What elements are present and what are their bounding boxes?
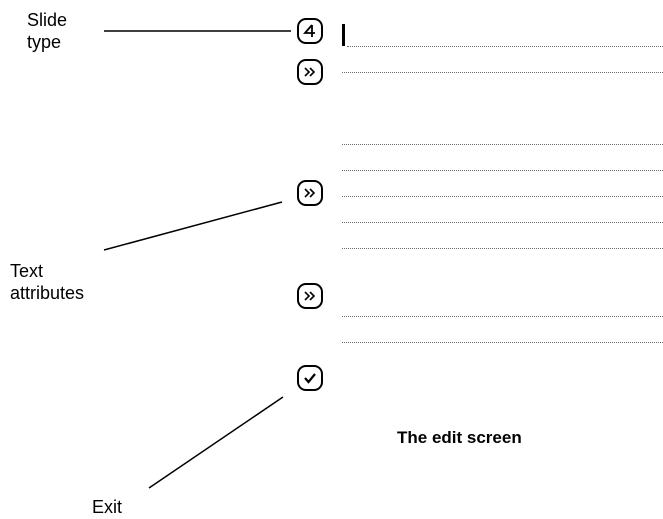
label-exit: Exit — [92, 497, 123, 517]
slide-type-4-icon — [303, 23, 317, 39]
text-line[interactable] — [342, 170, 663, 171]
text-cursor — [342, 24, 345, 46]
text-attributes-button-2[interactable] — [297, 180, 323, 206]
chevron-right-double-icon — [303, 290, 317, 302]
text-line[interactable] — [342, 196, 663, 197]
label-text-attributes: Text attributes — [10, 261, 85, 303]
figure-caption: The edit screen — [397, 428, 522, 447]
checkmark-icon — [303, 372, 317, 384]
text-line[interactable] — [347, 46, 663, 47]
text-attributes-button-1[interactable] — [297, 59, 323, 85]
text-line[interactable] — [342, 222, 663, 223]
label-slide-type: Slide type — [27, 10, 68, 52]
exit-button[interactable] — [297, 365, 323, 391]
chevron-right-double-icon — [303, 187, 317, 199]
leader-line-text-attributes — [103, 201, 283, 251]
chevron-right-double-icon — [303, 66, 317, 78]
slide-type-button[interactable] — [297, 18, 323, 44]
text-attributes-button-3[interactable] — [297, 283, 323, 309]
text-line[interactable] — [342, 72, 663, 73]
leader-line-exit — [148, 396, 284, 489]
text-line[interactable] — [342, 316, 663, 317]
text-line[interactable] — [342, 144, 663, 145]
text-line[interactable] — [342, 342, 663, 343]
text-line[interactable] — [342, 248, 663, 249]
